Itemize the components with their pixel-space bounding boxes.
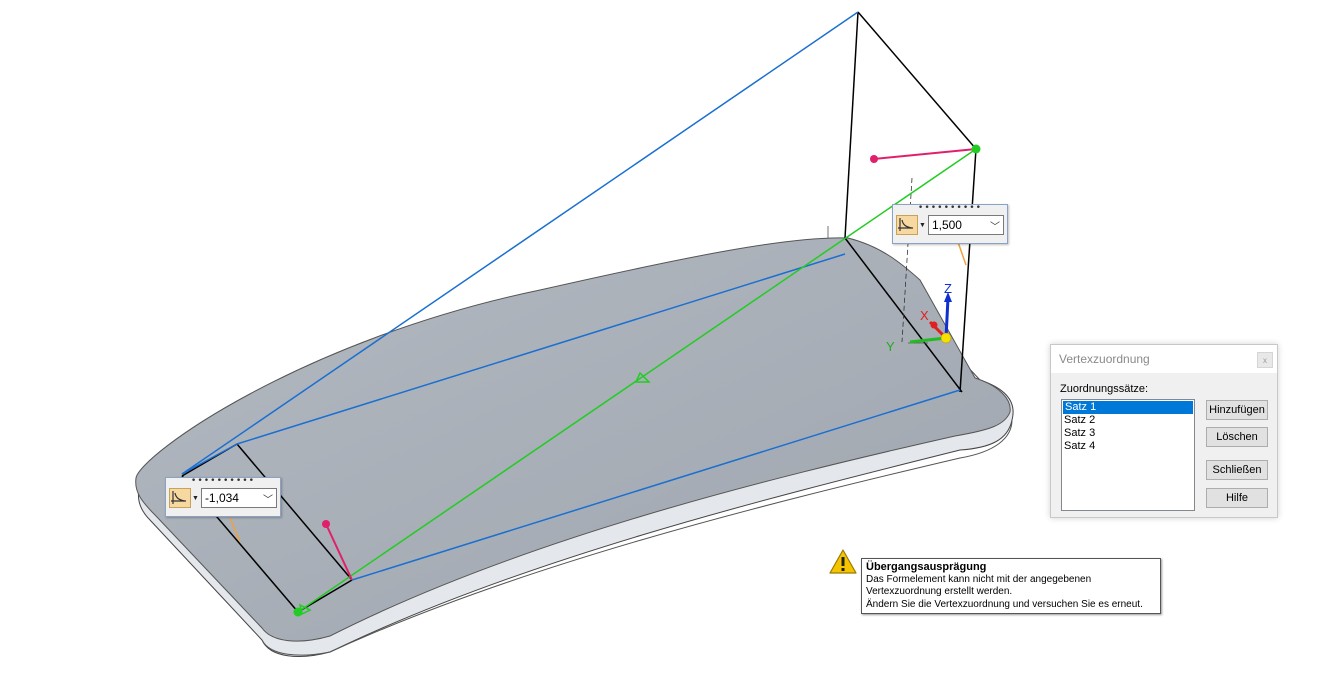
drag-grip[interactable]: •••••••••• — [190, 476, 256, 486]
chevron-down-icon[interactable]: ▼ — [919, 221, 926, 229]
tangent-handle-top[interactable] — [870, 148, 977, 163]
close-button[interactable]: Schließen — [1206, 460, 1268, 480]
value-box-left[interactable]: •••••••••• ▼ -1,034 ﹀ — [165, 477, 281, 517]
list-item[interactable]: Satz 3 — [1064, 427, 1096, 439]
close-icon[interactable]: x — [1257, 352, 1273, 368]
warning-line: Das Formelement kann nicht mit der angeg… — [866, 574, 1092, 585]
tangent-marker-left — [229, 517, 241, 543]
tangency-option-button[interactable] — [169, 488, 191, 508]
vertex-point-top[interactable] — [971, 144, 981, 154]
dialog-titlebar[interactable]: Vertexzuordnung x — [1051, 345, 1277, 373]
path-direction-arrow — [634, 371, 651, 383]
warning-line: Vertexzuordnung erstellt werden. — [866, 586, 1013, 598]
mapping-sets-list[interactable]: Satz 1 Satz 2 Satz 3 Satz 4 — [1061, 399, 1195, 511]
plate-bottom-edge — [261, 419, 1013, 656]
mapping-sets-label: Zuordnungssätze: — [1060, 383, 1149, 395]
value-box-right[interactable]: •••••••••• ▼ 1,500 ﹀ — [892, 204, 1008, 244]
dialog-title: Vertexzuordnung — [1059, 352, 1150, 366]
add-button[interactable]: Hinzufügen — [1206, 400, 1268, 420]
tangency-value: -1,034 — [204, 491, 239, 505]
tangency-option-button[interactable] — [896, 215, 918, 235]
plate-top[interactable] — [135, 237, 1011, 642]
blue-profiles — [181, 11, 961, 581]
vertex-mapping-dialog: Vertexzuordnung x Zuordnungssätze: Satz … — [1050, 344, 1278, 518]
chevron-down-icon[interactable]: ﹀ — [989, 221, 1000, 233]
triad-x-label: X — [920, 308, 929, 323]
warning-title: Übergangsausprägung — [866, 561, 987, 573]
warning-message-box: Übergangsausprägung Das Formelement kann… — [861, 558, 1161, 614]
warning-line: Ändern Sie die Vertexzuordnung und versu… — [866, 598, 1143, 610]
delete-button[interactable]: Löschen — [1206, 427, 1268, 447]
tangency-value: 1,500 — [931, 218, 962, 232]
tangency-icon — [898, 218, 913, 231]
warning-icon — [829, 549, 857, 574]
chevron-down-icon[interactable]: ﹀ — [262, 494, 273, 506]
list-item[interactable]: Satz 2 — [1064, 414, 1096, 426]
coordinate-triad[interactable]: Z X Y — [886, 281, 952, 354]
triad-z-label: Z — [944, 281, 952, 296]
triad-y-label: Y — [886, 339, 895, 354]
tangent-handle-bottom[interactable] — [322, 520, 353, 581]
tangency-value-field[interactable]: 1,500 ﹀ — [927, 215, 1004, 235]
list-item[interactable]: Satz 1 — [1063, 401, 1193, 414]
drag-grip[interactable]: •••••••••• — [917, 203, 983, 213]
tangent-marker-right — [957, 241, 967, 266]
help-button[interactable]: Hilfe — [1206, 488, 1268, 508]
tangency-value-field[interactable]: -1,034 ﹀ — [200, 488, 277, 508]
chevron-down-icon[interactable]: ▼ — [192, 494, 199, 502]
vertex-point-bottom[interactable] — [293, 607, 303, 617]
list-item[interactable]: Satz 4 — [1064, 440, 1096, 452]
close-label: x — [1263, 355, 1267, 365]
tangency-icon — [171, 491, 186, 504]
